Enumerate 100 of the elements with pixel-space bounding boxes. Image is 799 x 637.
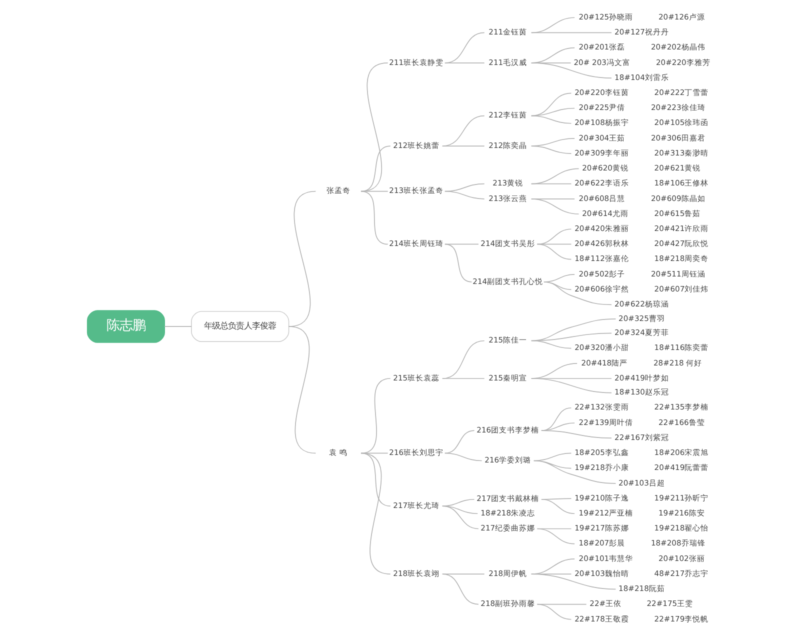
connector bbox=[540, 498, 574, 514]
node-text: 18#218阮茹 bbox=[618, 584, 664, 594]
node-text: 20#103吕超 bbox=[618, 478, 664, 488]
connector bbox=[441, 574, 478, 605]
connector bbox=[164, 326, 192, 327]
node-text: 18#130赵乐冠 bbox=[614, 388, 668, 397]
node-text: 22#王依 22#175王雯 bbox=[589, 599, 693, 608]
node-text: 20#420朱雅丽 20#421许欣雨 bbox=[574, 224, 708, 233]
node-text: 213黄锐 bbox=[492, 178, 523, 188]
connector bbox=[540, 430, 612, 439]
node-text: 20#225尹倩 20#223徐佳琦 bbox=[578, 103, 705, 112]
node-text: 张孟奇 bbox=[326, 186, 350, 196]
node-text: 20#614尤雨 20#615鲁茹 bbox=[582, 208, 700, 218]
connector bbox=[444, 452, 482, 462]
connector bbox=[441, 340, 484, 379]
node-text: 214团支书吴彤 bbox=[480, 239, 535, 248]
node-text: 20#101韦慧华 20#102张丽 bbox=[578, 554, 704, 563]
connector bbox=[530, 574, 616, 590]
connector bbox=[532, 452, 572, 462]
node-box: 陈志鹏 bbox=[86, 310, 164, 343]
node-text: 22#139周叶倩 22#166鲁莹 bbox=[578, 418, 704, 427]
connector bbox=[536, 244, 572, 260]
node-text: 20#620黄锐 20#621黄锐 bbox=[582, 164, 700, 173]
node-text: 217纪委曲苏娜 bbox=[480, 524, 535, 533]
connector bbox=[530, 146, 572, 154]
node-text: 20#324夏芳菲 bbox=[614, 328, 668, 338]
node-text: 22#132张雯雨 22#135李梦楠 bbox=[574, 402, 708, 412]
node-text: 216班长刘思宇 bbox=[388, 448, 444, 458]
node-text: 216团支书李梦楠 bbox=[476, 425, 539, 434]
node-text: 218周伊帆 bbox=[488, 568, 527, 578]
node-text: 袁 鸣 bbox=[328, 448, 348, 458]
connector bbox=[530, 32, 612, 34]
connector bbox=[530, 198, 579, 214]
connector bbox=[536, 228, 572, 245]
node-text: 18#205李弘鑫 18#206宋震旭 bbox=[574, 448, 708, 458]
connector bbox=[530, 115, 572, 124]
connector bbox=[530, 183, 572, 184]
node-text: 215秦明宣 bbox=[488, 373, 527, 382]
node-text: 212班长姚蕾 bbox=[392, 140, 440, 150]
node-text: 20#622杨琼涵 bbox=[614, 300, 668, 308]
node-text: 20#201张磊 20#202杨晶伟 bbox=[578, 42, 705, 52]
node-text: 19#217陈苏娜 19#218翟心怡 bbox=[574, 524, 708, 533]
node-text: 211金钰茵 bbox=[488, 28, 527, 37]
connector bbox=[360, 378, 390, 454]
node-text: 20#103魏怡晴 48#217乔志宇 bbox=[574, 568, 708, 578]
node-text: 20# 203冯文富 20#220李雅芳 bbox=[573, 58, 710, 67]
node-text: 20#125孙晓雨 20#126卢源 bbox=[578, 12, 704, 22]
node-text: 215陈佳一 bbox=[488, 336, 527, 345]
connector bbox=[288, 326, 316, 454]
connector bbox=[360, 452, 390, 574]
node-text: 218副班孙雨馨 bbox=[480, 599, 535, 608]
connector bbox=[444, 190, 484, 200]
node-text: 218班长袁翊 bbox=[392, 568, 440, 578]
node-text: 20#418陆严 28#218 何好 bbox=[580, 358, 702, 368]
node-text: 212陈奕晶 bbox=[488, 140, 527, 150]
node-text: 19#218乔小康 20#419阮蕾蕾 bbox=[574, 463, 708, 472]
node-text: 19#210陈子逸 19#211孙昕宁 bbox=[574, 493, 708, 502]
node-text: 212李钰茵 bbox=[488, 110, 527, 120]
node-text: 215班长袁蕊 bbox=[392, 373, 440, 382]
node-text: 213班长张孟奇 bbox=[388, 186, 444, 196]
node-text: 20#608吕慧 20#609陈晶如 bbox=[578, 194, 705, 203]
node-text: 18#112张嘉伦 18#218周奕奇 bbox=[574, 254, 708, 264]
node-text: 18#218朱凌志 bbox=[480, 508, 535, 518]
node-text: 20#220李钰茵 20#222丁雪蕾 bbox=[574, 88, 708, 97]
node-text: 20#304王茹 20#306田嘉君 bbox=[578, 133, 705, 142]
node-text: 18#207彭晨 18#208乔瑞锋 bbox=[578, 538, 705, 548]
connector bbox=[530, 168, 579, 184]
node-text: 19#212严亚楠 19#216陈安 bbox=[578, 508, 704, 518]
connector bbox=[536, 528, 574, 544]
connector bbox=[360, 146, 390, 192]
node-text: 20#622李语乐 18#106王修林 bbox=[574, 178, 708, 188]
node-text: 214副团支书孔心悦 bbox=[472, 276, 543, 286]
node-text: 20#309李年丽 20#313秦渺晴 bbox=[574, 148, 708, 158]
connector bbox=[441, 115, 484, 146]
connector bbox=[444, 244, 472, 282]
node-text: 211毛汉威 bbox=[488, 58, 527, 67]
node-text: 211班长袁静雯 bbox=[388, 58, 444, 67]
connector bbox=[444, 62, 484, 64]
node-text: 22#178王敬霞 22#179李悦帆 bbox=[574, 614, 708, 624]
node-text: 20#426郭秋林 20#427阮欣悦 bbox=[574, 239, 708, 248]
connector bbox=[530, 17, 574, 34]
connector bbox=[444, 430, 474, 454]
node-text: 20#320潘小甜 18#116陈奕蕾 bbox=[574, 343, 708, 352]
node-text: 20#419叶梦如 bbox=[614, 373, 668, 382]
node-text: 20#325曹羽 bbox=[618, 314, 664, 323]
node-text: 18#104刘雷乐 bbox=[614, 72, 668, 82]
connector bbox=[441, 378, 484, 379]
connector bbox=[360, 190, 388, 245]
connector bbox=[532, 460, 572, 469]
connector bbox=[441, 506, 478, 530]
node-box: 年级总负责人李俊蓉 bbox=[190, 310, 289, 342]
node-text: 214班长周钰琦 bbox=[388, 239, 444, 248]
connector bbox=[530, 340, 572, 349]
node-text: 22#167刘紫冠 bbox=[614, 432, 668, 442]
connector bbox=[532, 460, 616, 484]
connector bbox=[530, 62, 612, 78]
node-text: 217团支书戴林楠 bbox=[476, 494, 539, 504]
connector bbox=[441, 506, 478, 514]
connector bbox=[536, 604, 572, 620]
node-text: 20#127祝丹丹 bbox=[614, 28, 668, 37]
